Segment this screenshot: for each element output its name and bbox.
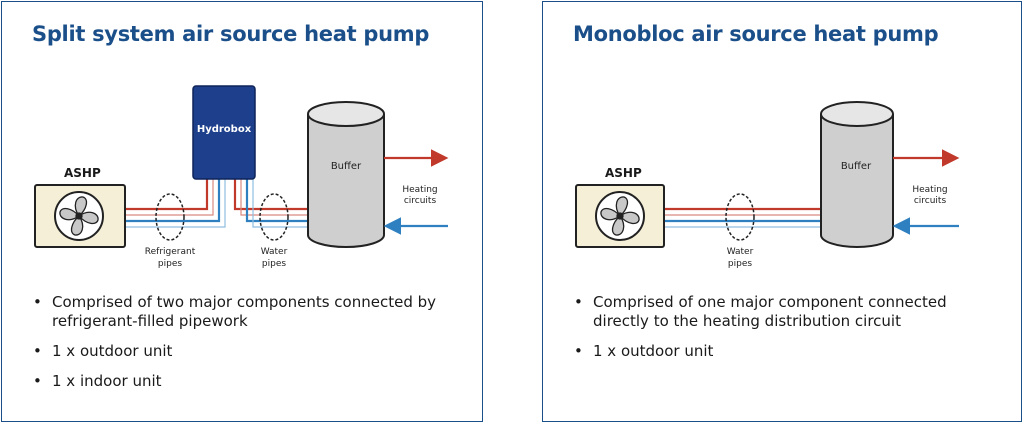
buffer-tank [820,101,894,248]
hydrobox-label: Hydrobox [197,124,252,135]
ashp-label: ASHP [64,166,101,180]
split-system-title: Split system air source heat pump [32,22,430,46]
heating-circuits-label-line1: Heating [402,185,437,195]
split-system-panel: Split system air source heat pump [1,1,483,422]
monobloc-title: Monobloc air source heat pump [573,22,939,46]
bullet-item: 1 x outdoor unit [32,342,462,361]
heating-circuits-label-line1: Heating [912,185,947,195]
water-pipes [233,177,308,228]
ashp-unit [575,184,665,248]
bullet-item: 1 x indoor unit [32,372,462,391]
fan-icon [59,196,99,236]
fan-icon [600,196,640,236]
heating-circuits-label-line2: circuits [914,196,947,206]
split-system-bullets: Comprised of two major components connec… [32,293,462,402]
bullet-item: Comprised of one major component connect… [573,293,993,331]
water-pipes-label-line2: pipes [728,259,752,269]
bullet-item: 1 x outdoor unit [573,342,993,361]
water-pipes-label-line1: Water [727,247,754,257]
heating-circuits-label-line2: circuits [404,196,437,206]
water-pipes [664,207,821,228]
hydrobox-unit [192,85,256,180]
split-system-diagram: ASHP Hydrobox Refrigerant pipes Water pi… [34,85,449,269]
refrigerant-pipes-marker [155,193,185,241]
water-pipes-label-line2: pipes [262,259,286,269]
water-pipes-marker [725,193,755,241]
buffer-tank [307,101,385,248]
refrigerant-pipes [125,177,226,228]
ashp-unit [34,184,126,248]
ashp-label: ASHP [605,166,642,180]
buffer-label: Buffer [841,161,872,172]
refrigerant-pipes-label-line1: Refrigerant [145,247,196,257]
water-pipes-marker [259,193,289,241]
monobloc-diagram: ASHP Water pipes Buffer Heating circuits [575,101,960,269]
refrigerant-pipes-label-line2: pipes [158,259,182,269]
monobloc-bullets: Comprised of one major component connect… [573,293,993,372]
buffer-label: Buffer [331,161,362,172]
water-pipes-label-line1: Water [261,247,288,257]
bullet-item: Comprised of two major components connec… [32,293,462,331]
monobloc-panel: Monobloc air source heat pump [542,1,1022,422]
